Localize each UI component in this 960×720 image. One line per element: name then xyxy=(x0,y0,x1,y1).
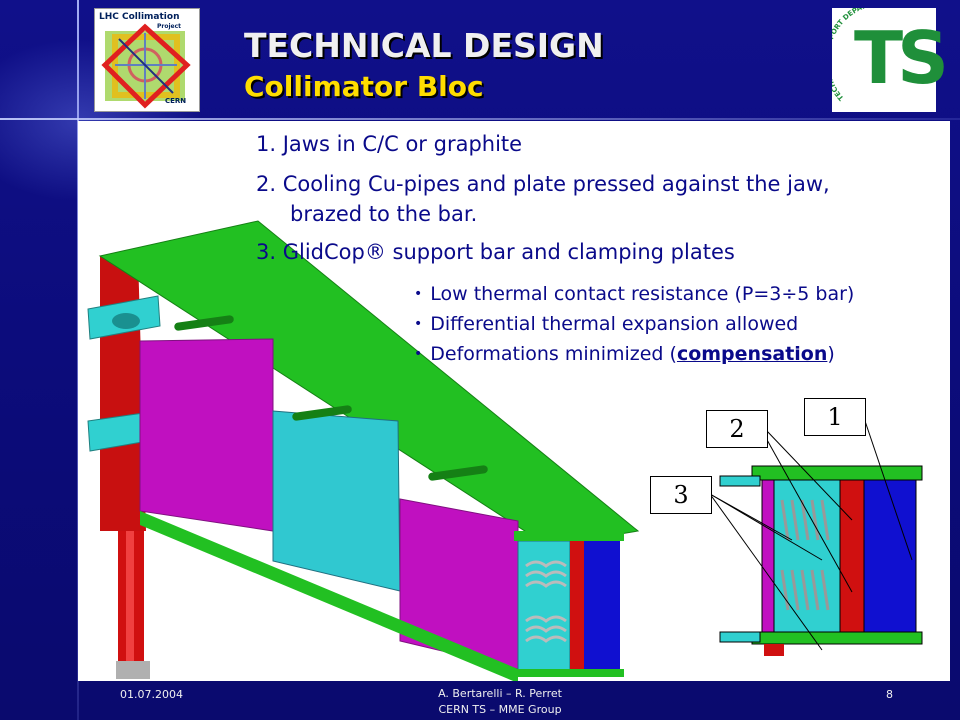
section-jaw xyxy=(863,479,917,633)
section-bottom-fitting xyxy=(764,644,784,656)
collimator-3d-drawing xyxy=(87,220,640,681)
bullet-1-text: Low thermal contact resistance (P=3÷5 ba… xyxy=(430,283,855,305)
item-1: 1. Jaws in C/C or graphite xyxy=(256,132,523,156)
logo-left-line1: LHC Collimation xyxy=(99,12,180,22)
slide-title: TECHNICAL DESIGN xyxy=(244,26,604,65)
end-face-copper xyxy=(570,537,584,671)
end-face-jaw xyxy=(584,537,620,671)
bullet-3-suffix: ) xyxy=(827,343,835,365)
callout-1: 1 xyxy=(804,398,866,436)
red-cooling-pipe-highlight xyxy=(126,416,134,661)
collimator-cross-section xyxy=(719,465,923,656)
section-copper-plate xyxy=(839,479,865,633)
bullet-3-prefix: Deformations minimized ( xyxy=(430,343,677,365)
leader-line-3b xyxy=(709,493,793,541)
bullet-dot-icon: • xyxy=(414,316,423,332)
spring-coils xyxy=(525,560,567,643)
footer-page-number: 8 xyxy=(886,688,893,701)
technical-support-department-logo: TECHNICAL SUPPORT DEPARTMENT TS xyxy=(832,8,949,112)
bullet-3: • Deformations minimized (compensation) xyxy=(414,343,835,365)
leader-line-1 xyxy=(863,417,913,561)
ts-logo-arc: TECHNICAL SUPPORT DEPARTMENT xyxy=(832,8,895,102)
bracket-hole xyxy=(112,313,140,329)
leader-line-3c xyxy=(709,493,823,651)
end-face-top-plate xyxy=(514,531,624,541)
section-spring-coils xyxy=(780,499,830,611)
footer-group: CERN TS – MME Group xyxy=(438,703,562,716)
footer-date: 01.07.2004 xyxy=(120,688,183,701)
top-plate-slot xyxy=(428,465,488,481)
callout-2: 2 xyxy=(706,410,768,448)
section-left-tab-top xyxy=(719,475,761,487)
leader-line-2b xyxy=(765,437,853,593)
bullet-2-text: Differential thermal expansion allowed xyxy=(430,313,799,335)
end-face-bottom-plate xyxy=(514,669,624,677)
bullet-dot-icon: • xyxy=(414,286,423,302)
bullet-dot-icon: • xyxy=(414,346,423,362)
top-plate-slot xyxy=(292,405,352,421)
decorative-horizontal-line xyxy=(0,118,960,120)
top-plate-slot xyxy=(174,315,234,331)
green-bottom-plate xyxy=(140,511,518,681)
lhc-logo-graphic xyxy=(101,23,191,109)
logo-left-line2: Project xyxy=(157,23,182,30)
pipe-base-fitting xyxy=(116,661,150,679)
compensation-link[interactable]: compensation xyxy=(676,343,828,365)
bullet-1: • Low thermal contact resistance (P=3÷5 b… xyxy=(414,283,854,305)
footer-authors-block: A. Bertarelli – R. Perret CERN TS – MME … xyxy=(400,686,600,718)
ts-logo-monogram: TS xyxy=(854,16,949,100)
section-left-tab-bottom xyxy=(719,631,761,643)
item-2-continuation: brazed to the bar. xyxy=(290,202,478,226)
logo-left-line3: CERN xyxy=(165,97,187,105)
item-2: 2. Cooling Cu-pipes and plate pressed ag… xyxy=(256,172,830,196)
bullet-2: • Differential thermal expansion allowed xyxy=(414,313,798,335)
callout-3: 3 xyxy=(650,476,712,514)
item-3: 3. GlidCop® support bar and clamping pla… xyxy=(256,240,735,264)
lhc-collimation-logo: LHC Collimation Project CERN xyxy=(94,8,200,112)
leader-line-2a xyxy=(765,429,853,521)
slide-subtitle: Collimator Bloc xyxy=(244,70,484,103)
footer-authors: A. Bertarelli – R. Perret xyxy=(438,687,562,700)
